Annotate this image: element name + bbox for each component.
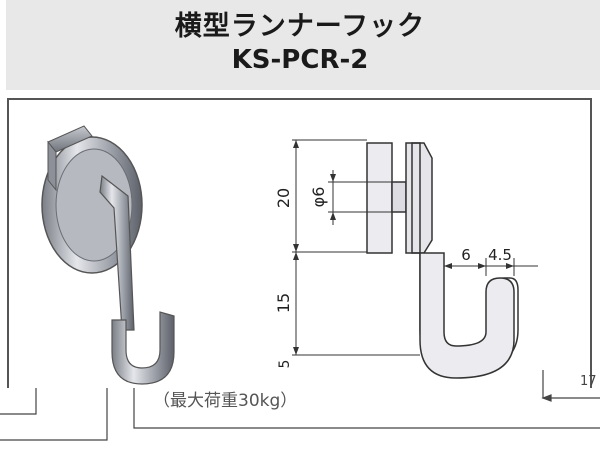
model-number: KS-PCR-2	[231, 45, 369, 75]
lower-frame-lines	[0, 370, 600, 441]
dim-partial-right: 17	[580, 374, 597, 389]
header-band	[6, 0, 600, 90]
dim-shaft-diameter: φ6	[309, 187, 328, 208]
max-load-note: （最大荷重30kg）	[153, 391, 298, 411]
dim-height-lower: 15	[274, 293, 293, 313]
side-view	[366, 142, 519, 379]
product-title: 横型ランナーフック	[174, 11, 426, 42]
hook-photo	[41, 125, 175, 385]
dim-height-upper: 20	[274, 188, 293, 208]
dim-partial-bottom: 5	[277, 360, 293, 369]
dim-hook-offset: 4.5	[488, 246, 512, 264]
dim-hook-width: 6	[461, 246, 471, 264]
dimension-arrows	[293, 140, 514, 355]
